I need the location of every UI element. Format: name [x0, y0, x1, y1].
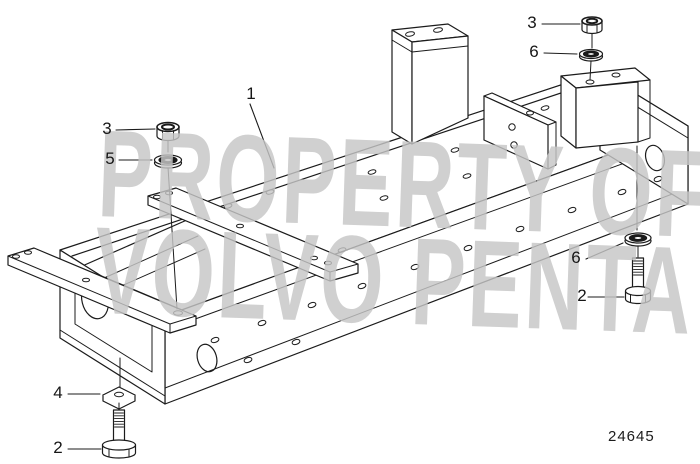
flat-washer-top-right — [578, 48, 604, 62]
callout-5-washer-left: 5 — [105, 149, 115, 168]
callout-6-washer-right: 6 — [571, 248, 581, 267]
hex-nut-left — [156, 121, 180, 142]
callout-4-square-washer: 4 — [53, 383, 63, 402]
right-bracket — [560, 67, 651, 149]
flat-washer-right — [624, 232, 652, 247]
mounting-bar-right — [147, 187, 359, 282]
hex-nut-top-right — [581, 16, 603, 35]
callout-2-bolt-bottom-left: 2 — [53, 438, 63, 457]
assembly-axes — [119, 33, 639, 388]
leader-lines — [67, 23, 625, 450]
square-washer — [102, 386, 136, 410]
flat-washer-left — [153, 154, 183, 169]
callout-2-bolt-right: 2 — [577, 286, 587, 305]
pillar-bracket — [391, 23, 469, 145]
callout-3-nut-top-right: 3 — [527, 13, 537, 32]
callout-1-frame: 1 — [246, 84, 256, 103]
mounting-bar-left — [7, 247, 197, 334]
middle-bracket — [483, 92, 557, 170]
callout-6-washer-top-right: 6 — [529, 42, 539, 61]
callout-3-nut-left: 3 — [102, 119, 112, 138]
drawing-number: 24645 — [608, 428, 655, 445]
bolt-bottom-left — [101, 409, 137, 459]
bolt-right — [624, 257, 652, 305]
